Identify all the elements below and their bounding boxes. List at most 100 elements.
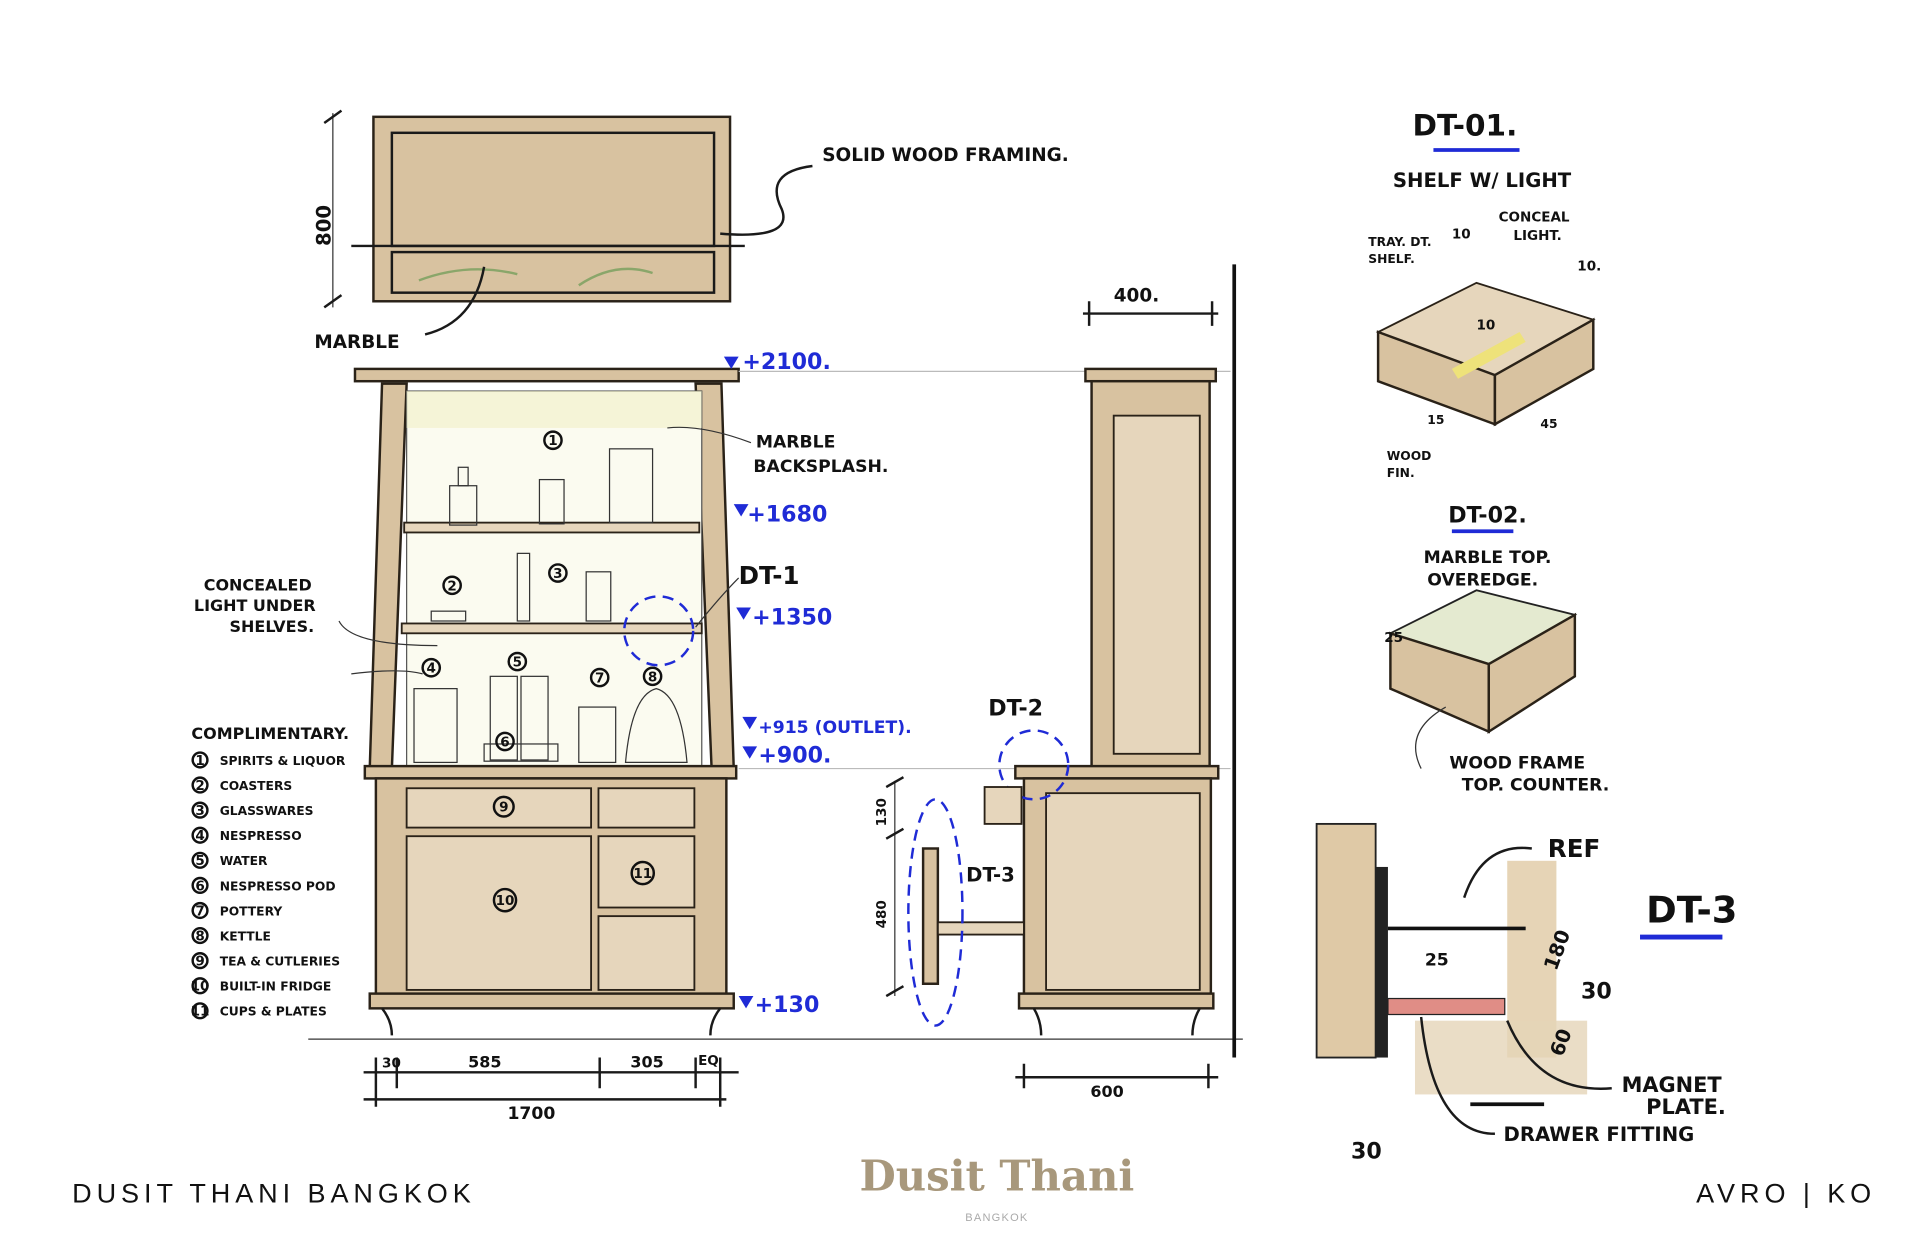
detail-dt3: REF DT-3 25 180 30 60 30 MAGNET PLATE. D… (1315, 822, 1737, 1164)
legend-number: 1 (195, 753, 204, 769)
legend-number: 6 (195, 878, 204, 894)
legend-number-circle (191, 776, 209, 794)
level-130: +130 (755, 992, 820, 1018)
legend-number-circle (191, 801, 209, 819)
level-900: +900. (758, 742, 831, 768)
side-depth-bottom: 600 (1090, 1082, 1123, 1101)
dt2-tag: DT-2 (988, 696, 1043, 722)
callout-9: 9 (492, 795, 515, 818)
dt01-wood-1: WOOD (1387, 449, 1432, 463)
side-elevation: 400. 600 DT-2 DT-3 130 480 (874, 264, 1237, 1101)
legend-number: 8 (195, 928, 204, 944)
legend-label: COASTERS (220, 779, 293, 793)
legend-item: 1 SPIRITS & LIQUOR (191, 751, 346, 769)
dim-total: 1700 (507, 1104, 555, 1124)
wall-cabinet: 800 SOLID WOOD FRAMING. MARBLE (312, 109, 1069, 353)
legend-number: 2 (195, 778, 204, 794)
callout-5: 5 (507, 651, 528, 672)
svg-text:11: 11 (633, 866, 652, 882)
legend-number: 7 (195, 903, 204, 919)
legend-number: 4 (195, 828, 204, 844)
dt3-dim-30b: 30 (1351, 1138, 1382, 1164)
label-solid-wood-framing: SOLID WOOD FRAMING. (822, 145, 1069, 166)
dt3-magnet-1: MAGNET (1622, 1073, 1723, 1097)
label-marble-backsplash-2: BACKSPLASH. (753, 457, 888, 477)
label-concealed-light-1: CONCEALED (204, 575, 312, 594)
label-concealed-light-2: LIGHT UNDER (194, 596, 316, 615)
level-1350: +1350 (752, 605, 832, 631)
svg-text:4: 4 (427, 661, 436, 677)
dusit-thani-logo: Dusit Thani (860, 1151, 1135, 1200)
dt01-dim-10a: 10 (1452, 227, 1471, 243)
legend-title: COMPLIMENTARY. (191, 724, 349, 743)
detail-dt01: DT-01. SHELF W/ LIGHT TRAY. DT. SHELF. C… (1368, 108, 1601, 480)
dim-305: 305 (630, 1052, 663, 1071)
callout-3: 3 (548, 563, 568, 583)
legend-item: 4 NESPRESSO (191, 826, 302, 844)
callout-2: 2 (442, 575, 462, 596)
dt3-title: DT-3 (1646, 888, 1737, 931)
label-concealed-light-3: SHELVES. (230, 617, 315, 636)
dt3-ref: REF (1548, 834, 1601, 863)
callout-8: 8 (642, 666, 663, 687)
side-depth-top: 400. (1114, 285, 1160, 306)
legend-number-circle (191, 826, 209, 844)
svg-text:7: 7 (595, 670, 604, 686)
svg-text:3: 3 (553, 566, 562, 582)
level-915-outlet: +915 (OUTLET). (758, 718, 911, 738)
legend-number: 11 (191, 1004, 210, 1020)
svg-text:5: 5 (513, 654, 522, 670)
callout-11: 11 (630, 860, 656, 886)
dt01-title: DT-01. (1413, 108, 1518, 142)
legend-label: POTTERY (220, 904, 284, 918)
dt01-dim-10c: 10 (1476, 318, 1495, 334)
legend-item: 2 COASTERS (191, 776, 293, 794)
dt01-subtitle: SHELF W/ LIGHT (1393, 169, 1572, 192)
dt02-title: DT-02. (1448, 503, 1527, 529)
svg-text:2: 2 (447, 578, 456, 594)
dim-eq: EQ (698, 1053, 719, 1069)
dt02-wood-1: WOOD FRAME (1449, 754, 1585, 774)
level-markers: +2100. +1680 +1350 +915 (OUTLET). +900. … (723, 349, 1231, 1018)
dim-480: 480 (874, 900, 890, 928)
legend-label: BUILT-IN FRIDGE (220, 980, 332, 994)
level-1680: +1680 (747, 501, 827, 527)
legend-label: NESPRESSO (220, 829, 302, 843)
dt3-magnet-2: PLATE. (1646, 1095, 1726, 1119)
dt02-sub-1: MARBLE TOP. (1424, 548, 1552, 568)
legend-item: 7 POTTERY (191, 901, 284, 920)
legend-label: CUPS & PLATES (220, 1005, 327, 1019)
dt01-conceal-1: CONCEAL (1499, 209, 1570, 225)
legend-label: SPIRITS & LIQUOR (220, 754, 346, 768)
callout-4: 4 (421, 657, 442, 678)
dt1-tag: DT-1 (739, 561, 800, 590)
svg-text:1: 1 (548, 433, 557, 449)
callout-10: 10 (492, 887, 518, 913)
callout-6: 6 (495, 731, 515, 752)
dt01-wood-2: FIN. (1387, 466, 1415, 480)
callout-1: 1 (543, 430, 563, 451)
dt01-tray-2: SHELF. (1368, 252, 1415, 266)
dt01-conceal-2: LIGHT. (1513, 228, 1561, 244)
wall-cabinet-height-dim: 800 (312, 205, 335, 246)
callout-7: 7 (589, 667, 610, 688)
dt01-tray-1: TRAY. DT. (1368, 235, 1431, 249)
dim-585: 585 (468, 1052, 501, 1071)
legend-number-circle (191, 851, 209, 869)
legend-number-circle (191, 952, 209, 970)
legend-label: WATER (220, 854, 268, 868)
dim-30: 30 (382, 1055, 401, 1071)
legend-number: 5 (195, 853, 204, 869)
firm-name: AVRO | KO (1696, 1179, 1876, 1209)
legend-number-circle (191, 977, 209, 995)
legend-number-circle (191, 876, 209, 894)
dt01-dim-45: 45 (1540, 417, 1557, 431)
legend-number-circle (191, 901, 209, 920)
legend-item: 5 WATER (191, 851, 268, 869)
legend-number-circle (191, 1002, 209, 1020)
dt02-sub-2: OVEREDGE. (1427, 570, 1538, 590)
